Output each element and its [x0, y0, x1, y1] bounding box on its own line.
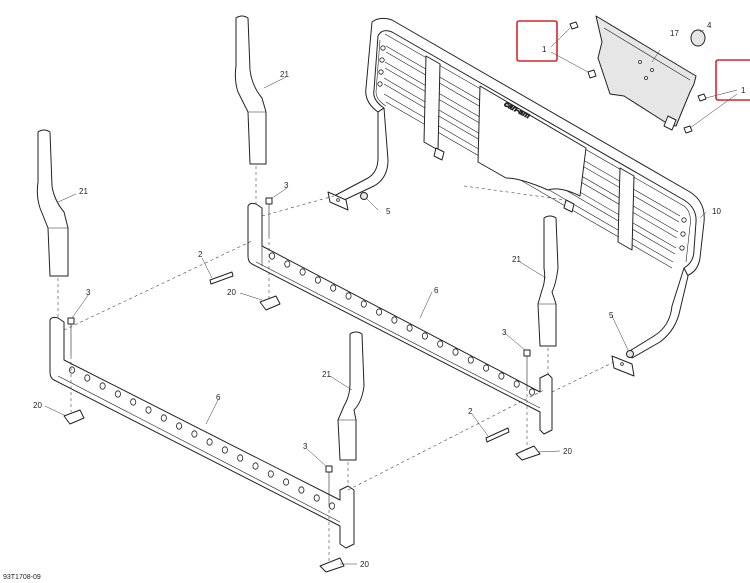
callout-5: 5	[609, 311, 614, 320]
beam-hole	[437, 340, 444, 348]
callout-6: 6	[434, 286, 439, 295]
callout-20: 20	[33, 401, 42, 410]
beam-hole	[314, 276, 321, 284]
beam-hole	[391, 316, 398, 324]
callout-3: 3	[303, 442, 308, 451]
rear-cross-beam	[247, 202, 553, 435]
leader-lines	[44, 27, 738, 565]
beam-hole	[313, 494, 320, 502]
handle-21-c	[537, 215, 559, 347]
beam-hole	[406, 324, 413, 332]
beam-hole	[160, 414, 167, 422]
beam-hole	[221, 446, 228, 454]
beam-hole	[513, 380, 520, 388]
nuts-5	[360, 192, 634, 358]
callout-3: 3	[284, 181, 289, 190]
beam-hole	[284, 260, 291, 268]
callout-5: 5	[386, 207, 391, 216]
callout-2: 2	[198, 250, 203, 259]
assembly-lines	[57, 166, 615, 562]
callout-4: 4	[707, 21, 712, 30]
beam-hole	[376, 308, 383, 316]
handle-21-b	[36, 129, 69, 277]
beam-hole	[237, 454, 244, 462]
handle-21-d	[337, 331, 365, 461]
callout-20: 20	[227, 288, 236, 297]
highlight-callout-1-left	[516, 20, 558, 62]
highlight-callout-1-right	[715, 59, 750, 101]
callout-labels: 1 1 17 4 21 21 21 21 3 3 3 3 2 2 5 5 10 …	[33, 21, 746, 569]
beam-hole	[69, 366, 76, 374]
beam-hole	[467, 356, 474, 364]
bolts-3	[67, 197, 531, 504]
beam-hole	[483, 364, 490, 372]
beam-hole	[330, 284, 337, 292]
callout-3: 3	[502, 328, 507, 337]
callout-21: 21	[79, 187, 88, 196]
beam-hole	[529, 388, 536, 396]
callout-21: 21	[512, 255, 521, 264]
cap-4	[690, 29, 706, 47]
front-cross-beam	[49, 316, 355, 549]
callout-2: 2	[468, 407, 473, 416]
callout-21: 21	[322, 370, 331, 379]
beam-hole	[298, 486, 305, 494]
handle-21-a	[234, 15, 267, 165]
beam-hole	[283, 478, 290, 486]
beam-hole	[252, 462, 259, 470]
mounting-plate	[595, 15, 697, 131]
beam-hole	[145, 406, 152, 414]
beam-hole	[176, 422, 183, 430]
beam-hole	[206, 438, 213, 446]
beam-hole	[99, 382, 106, 390]
callout-20: 20	[563, 447, 572, 456]
beam-hole	[268, 252, 275, 260]
callout-6: 6	[216, 393, 221, 402]
beam-hole	[299, 268, 306, 276]
beam-hole	[267, 470, 274, 478]
beam-hole	[191, 430, 198, 438]
beam-hole	[345, 292, 352, 300]
callout-17: 17	[670, 29, 679, 38]
callout-20: 20	[360, 560, 369, 569]
beam-hole	[114, 390, 121, 398]
callout-21: 21	[280, 70, 289, 79]
beam-hole	[452, 348, 459, 356]
beam-hole	[130, 398, 137, 406]
beam-hole	[360, 300, 367, 308]
beam-hole	[84, 374, 91, 382]
callout-1: 1	[542, 45, 547, 54]
beam-hole	[421, 332, 428, 340]
callout-3: 3	[86, 288, 91, 297]
bolts-2	[209, 271, 510, 443]
beam-hole	[498, 372, 505, 380]
screws-1	[569, 21, 707, 134]
clamps-20	[63, 295, 541, 573]
diagram-code: 93T1708-09	[3, 574, 41, 581]
rear-rack-panel: can-am	[327, 17, 705, 377]
callout-1: 1	[741, 86, 746, 95]
beam-hole	[328, 502, 335, 510]
callout-10: 10	[712, 207, 721, 216]
